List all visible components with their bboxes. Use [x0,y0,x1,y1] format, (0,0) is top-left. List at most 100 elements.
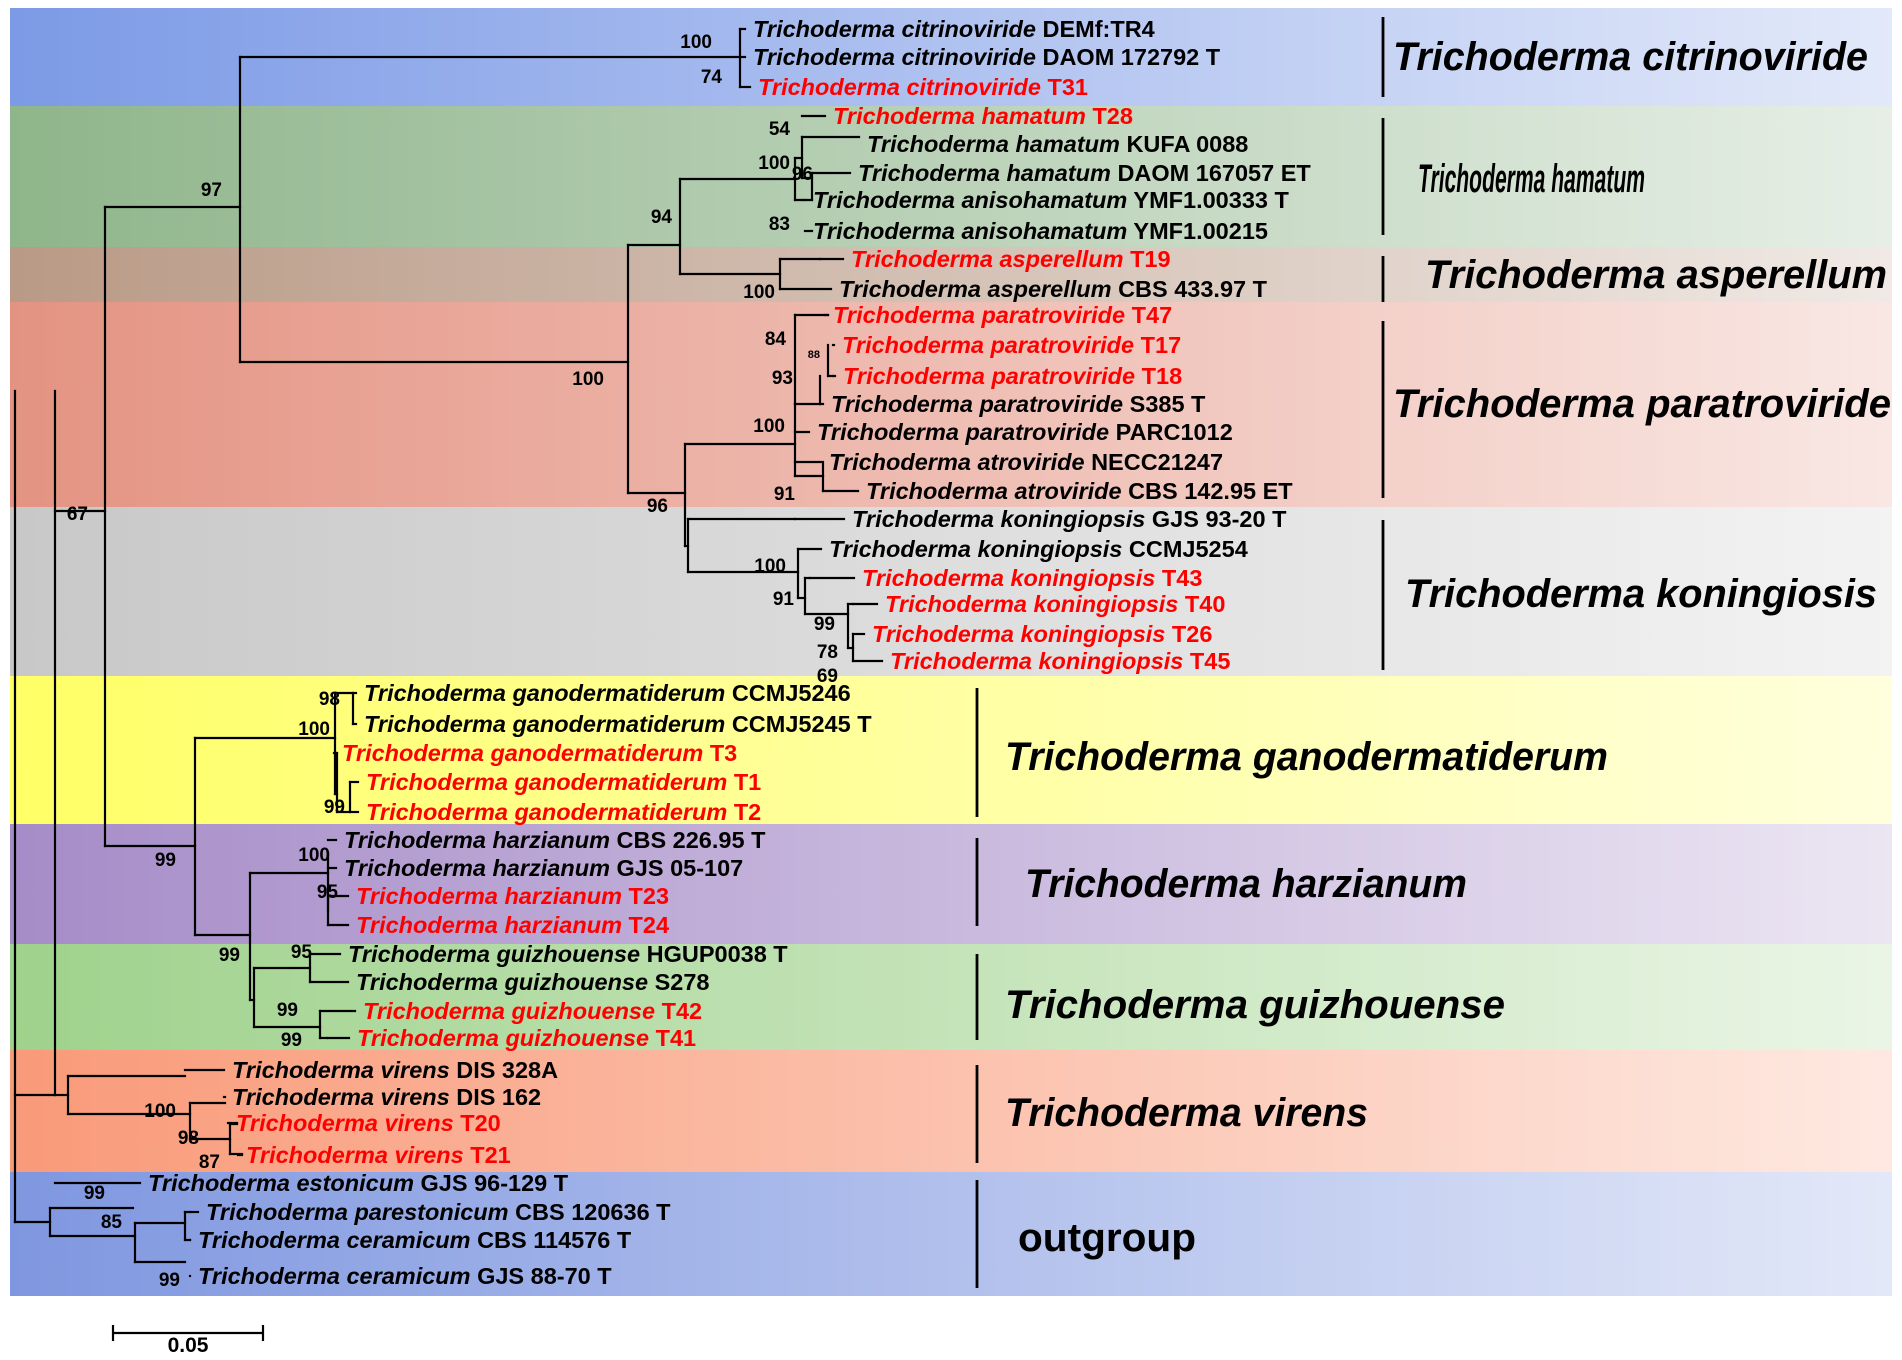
support-value: 99 [324,797,345,818]
tip-species: Trichoderma harzianum [344,855,610,881]
support-values: 1007497541009683941008488931009110096100… [67,32,838,1291]
tip-label: Trichoderma virens DIS 328A [232,1057,558,1083]
tip-species: Trichoderma virens [232,1084,450,1110]
tip-species: Trichoderma paratroviride [817,419,1109,445]
scale-bar-label: 0.05 [168,1334,209,1357]
clade-label: Trichoderma ganodermatiderum [1005,735,1608,779]
support-value: 94 [651,207,673,228]
tip-label: Trichoderma virens T20 [236,1110,501,1136]
tip-species: Trichoderma hamatum [858,160,1111,186]
tip-species: Trichoderma ceramicum [198,1263,471,1289]
tip-strain: DIS 162 [450,1084,541,1110]
tip-strain: T42 [655,998,702,1024]
tip-label: Trichoderma guizhouense HGUP0038 T [348,941,788,967]
tip-species: Trichoderma anisohamatum [813,187,1127,213]
tip-strain: T1 [727,769,761,795]
support-value: 100 [572,369,604,390]
support-value: 83 [769,214,790,235]
support-value: 91 [773,589,795,610]
tip-label: Trichoderma harzianum CBS 226.95 T [344,827,766,853]
tip-species: Trichoderma hamatum [833,103,1086,129]
tip-label: Trichoderma koningiopsis CCMJ5254 [829,536,1248,562]
tip-strain: CBS 226.95 T [610,827,766,853]
tip-strain: DIS 328A [450,1057,558,1083]
tip-species: Trichoderma paratroviride [842,332,1134,358]
clade-label: Trichoderma hamatum [1418,157,1645,201]
support-value: 96 [792,164,813,185]
tip-label: Trichoderma guizhouense T41 [357,1025,696,1051]
tip-species: Trichoderma paratroviride [831,391,1123,417]
tip-strain: CBS 142.95 ET [1122,478,1294,504]
tip-species: Trichoderma koningiopsis [885,591,1178,617]
clade-band [10,247,1892,302]
support-value: 99 [84,1183,105,1204]
clade-band [10,1050,1892,1172]
clade-band [10,1172,1892,1296]
tip-species: Trichoderma paratroviride [833,302,1125,328]
tip-strain: GJS 96-129 T [414,1170,569,1196]
tip-label: Trichoderma atroviride CBS 142.95 ET [866,478,1293,504]
scale-bar: 0.05 [111,1325,265,1357]
tip-label: Trichoderma paratroviride T17 [842,332,1181,358]
tip-species: Trichoderma guizhouense [357,1025,649,1051]
tip-strain: T43 [1155,565,1202,591]
clade-label: Trichoderma citrinoviride [1393,35,1868,79]
tip-label: Trichoderma ganodermatiderum CCMJ5246 [364,680,851,706]
tip-species: Trichoderma ganodermatiderum [364,680,725,706]
support-value: 99 [219,945,240,966]
tip-strain: T26 [1165,621,1212,647]
support-value: 97 [201,180,222,201]
tip-species: Trichoderma hamatum [867,131,1120,157]
tree-branches [13,27,884,1278]
tip-strain: DEMf:TR4 [1036,16,1155,42]
tip-label: Trichoderma guizhouense S278 [356,969,710,995]
support-value: 93 [772,368,793,389]
tip-label: Trichoderma virens T21 [246,1142,511,1168]
tip-species: Trichoderma ganodermatiderum [342,740,703,766]
tip-label: Trichoderma paratroviride T18 [843,363,1182,389]
tip-species: Trichoderma guizhouense [363,998,655,1024]
tip-strain: S385 T [1123,391,1206,417]
tip-label: Trichoderma asperellum CBS 433.97 T [839,276,1268,302]
tip-label: Trichoderma koningiopsis T26 [872,621,1212,647]
tip-label: Trichoderma hamatum DAOM 167057 ET [858,160,1311,186]
support-value: 99 [814,614,835,635]
tip-strain: GJS 05-107 [610,855,743,881]
clade-bands [10,8,1892,1296]
support-value: 100 [758,153,790,174]
support-value: 100 [680,32,712,53]
tip-label: Trichoderma ganodermatiderum T1 [366,769,761,795]
tip-strain: T40 [1178,591,1225,617]
support-value: 99 [155,850,176,871]
tip-label: Trichoderma citrinoviride T31 [758,74,1088,100]
clade-label: Trichoderma paratroviride [1393,382,1891,426]
tip-label: Trichoderma hamatum KUFA 0088 [867,131,1248,157]
tip-label: Trichoderma anisohamatum YMF1.00215 [813,218,1268,244]
tip-species: Trichoderma citrinoviride [753,16,1036,42]
tip-strain: CBS 433.97 T [1112,276,1268,302]
tip-strain: CBS 120636 T [509,1199,672,1225]
tip-strain: T41 [649,1025,696,1051]
tip-strain: DAOM 172792 T [1036,44,1221,70]
support-value: 85 [101,1212,123,1233]
tip-strain: CCMJ5254 [1122,536,1247,562]
support-value: 87 [199,1152,220,1173]
clade-band [10,106,1892,247]
tip-strain: T24 [622,912,669,938]
tip-species: Trichoderma koningiopsis [862,565,1155,591]
tip-strain: T19 [1124,246,1171,272]
support-value: 74 [701,67,723,88]
clade-label: Trichoderma asperellum [1425,253,1887,297]
tip-species: Trichoderma koningiopsis [829,536,1122,562]
support-value: 98 [178,1128,199,1149]
support-value: 100 [298,845,330,866]
tip-strain: T31 [1041,74,1088,100]
clade-label: Trichoderma virens [1005,1091,1368,1135]
tip-species: Trichoderma harzianum [356,883,622,909]
tip-strain: HGUP0038 T [640,941,788,967]
support-value: 67 [67,504,88,525]
support-value: 98 [319,689,340,710]
support-value: 95 [317,882,339,903]
tip-label: Trichoderma asperellum T19 [851,246,1171,272]
